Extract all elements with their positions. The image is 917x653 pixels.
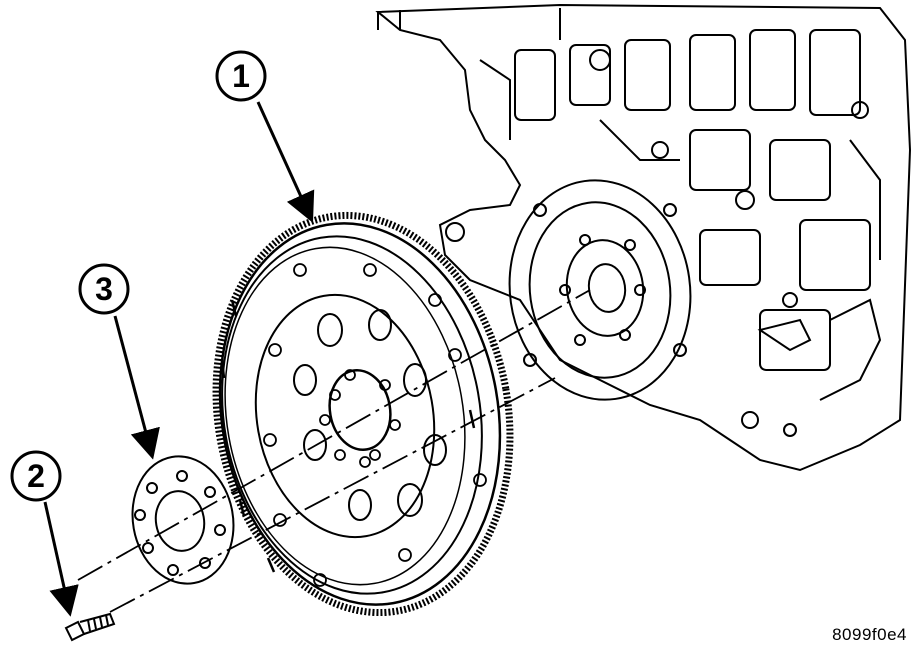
plate <box>131 455 235 585</box>
callout-3: 3 <box>78 263 130 315</box>
leader-arrow-2 <box>43 501 79 617</box>
callout-2-number: 2 <box>27 458 45 494</box>
engine-block <box>375 3 912 472</box>
flywheel <box>212 211 514 617</box>
figure-id: 8099f0e4 <box>832 625 907 644</box>
alignment-lines <box>77 289 591 613</box>
callout-1-number: 1 <box>232 58 250 94</box>
bolt <box>64 612 116 642</box>
leader-arrow-1 <box>256 101 315 223</box>
callout-1: 1 <box>215 50 267 102</box>
callout-3-number: 3 <box>95 271 113 307</box>
callout-2: 2 <box>10 450 62 502</box>
leader-arrows <box>43 101 315 617</box>
leader-arrow-3 <box>113 315 160 460</box>
